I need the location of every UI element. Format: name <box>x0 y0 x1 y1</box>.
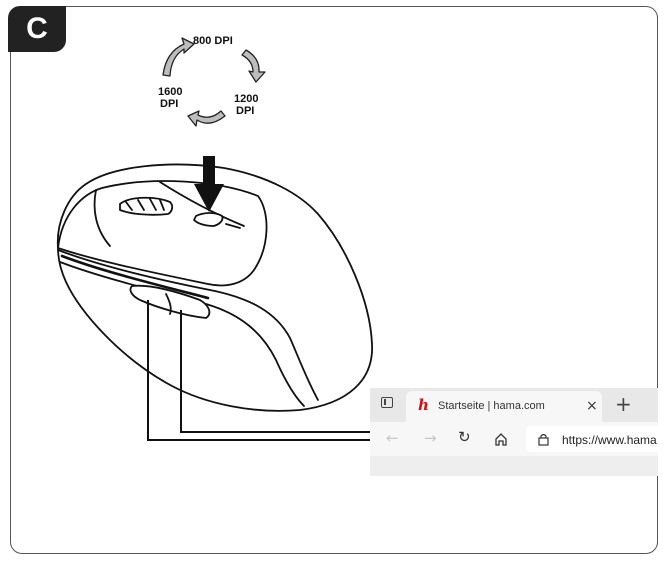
reload-icon[interactable]: ↻ <box>458 428 471 446</box>
close-tab-icon[interactable]: × <box>586 398 598 414</box>
figure-label-badge: C <box>8 6 66 52</box>
tab-actions-icon[interactable] <box>381 397 393 408</box>
address-bar[interactable]: https://www.hama. <box>526 426 658 452</box>
back-arrow-icon[interactable]: ← <box>386 429 399 447</box>
dpi-label-1600-unit: DPI <box>160 98 178 110</box>
dpi-label-1600-number: 1600 <box>158 86 182 98</box>
address-url: https://www.hama. <box>562 433 658 447</box>
home-icon[interactable] <box>494 432 508 446</box>
figure-frame <box>10 6 658 554</box>
browser-tab-bar: h Startseite | hama.com × + <box>370 388 658 422</box>
side-button-leader-lines <box>147 300 380 441</box>
lock-icon <box>538 433 549 446</box>
browser-nav-bar: ← → ↻ https://www.hama. <box>370 422 658 456</box>
dpi-label-1200-number: 1200 <box>234 93 258 105</box>
mouse-body <box>56 163 373 412</box>
new-tab-icon[interactable]: + <box>615 392 632 416</box>
forward-arrow-icon[interactable]: → <box>424 429 437 447</box>
press-arrow-icon <box>194 156 224 212</box>
browser-snippet: h Startseite | hama.com × + ← → ↻ https:… <box>370 388 658 476</box>
dpi-cycle-arrows <box>162 37 266 127</box>
cycle-arrow-bottom <box>187 110 226 127</box>
cycle-arrow-right <box>241 49 266 83</box>
browser-content-strip <box>370 456 658 476</box>
tab-title: Startseite | hama.com <box>438 400 545 412</box>
browser-tab[interactable]: h Startseite | hama.com × <box>406 391 602 422</box>
dpi-label-1200-unit: DPI <box>236 105 254 117</box>
favicon-icon: h <box>418 396 429 414</box>
cycle-arrow-top-left <box>162 37 195 77</box>
dpi-label-800: 800 DPI <box>193 35 233 47</box>
